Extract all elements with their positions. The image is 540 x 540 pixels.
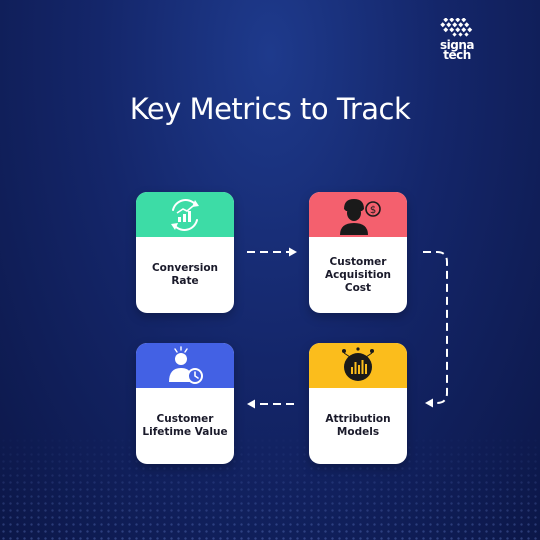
customer-lifetime-icon	[169, 345, 203, 384]
logo-grid-icon	[440, 18, 473, 37]
page-title: Key Metrics to Track	[129, 92, 411, 126]
attribution-chart-icon	[342, 346, 374, 381]
card-label: Conversion Rate	[151, 262, 219, 287]
card-header-red: $	[309, 192, 407, 237]
metric-card-customer-lifetime-value: Customer Lifetime Value	[136, 343, 234, 464]
svg-text:$: $	[370, 205, 376, 216]
arrowhead-left-icon	[247, 399, 255, 409]
metric-card-customer-acquisition-cost: $ Customer Acquisition Cost	[309, 192, 407, 313]
logo-wordmark: signa tech	[432, 38, 482, 62]
logo-text-line2: tech	[443, 48, 471, 62]
arrowhead-left-icon	[425, 398, 433, 408]
card-label: Customer Acquisition Cost	[324, 255, 392, 294]
card-label: Customer Lifetime Value	[142, 413, 228, 438]
conversion-cycle-icon	[171, 198, 199, 231]
card-header-yellow	[309, 343, 407, 388]
customer-cost-icon: $	[340, 198, 381, 235]
arrow-acquisition-to-attribution	[423, 251, 448, 404]
dot-pattern-decoration	[0, 430, 540, 540]
signatech-logo: signa tech	[432, 18, 482, 66]
card-label: Attribution Models	[325, 413, 391, 438]
metric-card-conversion-rate: Conversion Rate	[136, 192, 234, 313]
metric-card-attribution-models: Attribution Models	[309, 343, 407, 464]
arrowhead-right-icon	[289, 247, 297, 257]
card-header-blue	[136, 343, 234, 388]
logo-text-line1: signa	[440, 38, 475, 52]
card-header-green	[136, 192, 234, 237]
